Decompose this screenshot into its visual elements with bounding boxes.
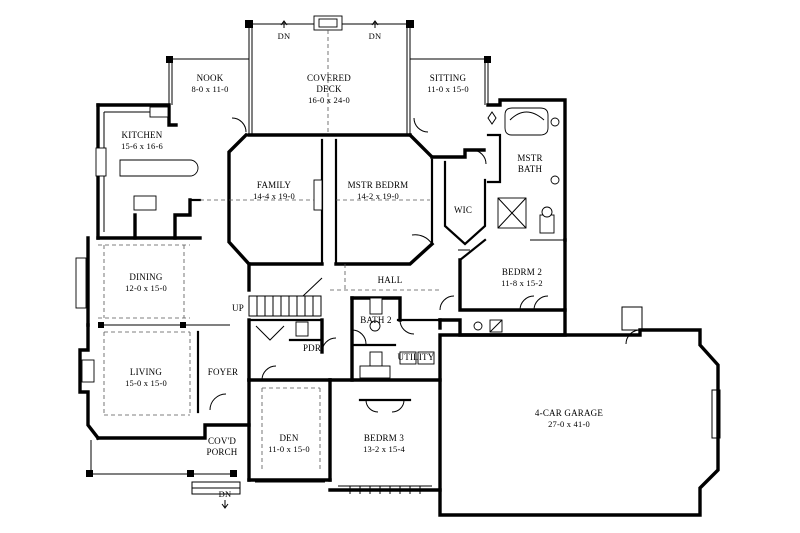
sitting-label: SITTING: [430, 73, 467, 83]
den-dims: 11-0 x 15-0: [268, 444, 310, 454]
up-label: UP: [232, 303, 244, 313]
den-label: DEN: [279, 433, 298, 443]
nook-dims: 8-0 x 11-0: [191, 84, 228, 94]
bedroom2-structure: [439, 238, 567, 312]
arrow-up-icon: [280, 20, 288, 28]
den-structure: [247, 378, 332, 483]
powder-label: PDR: [303, 343, 321, 353]
hall-label: HALL: [378, 275, 403, 285]
covered-deck-label-2: DECK: [316, 84, 342, 94]
nook-sitting-structure: [166, 56, 491, 133]
arrow-down-icon: [221, 500, 229, 509]
master-bath-label-2: BATH: [518, 164, 543, 174]
utility-label: UTILITY: [398, 352, 435, 362]
family-master-structure: [227, 132, 435, 266]
living-structure: [78, 323, 251, 441]
dn-porch-label: DN: [219, 489, 232, 499]
garage-structure: [438, 306, 721, 517]
porch-label: COV'D: [208, 436, 236, 446]
room-labels: NOOK 8-0 x 11-0 COVERED DECK 16-0 x 24-0…: [121, 73, 603, 457]
bedroom3-label: BEDRM 3: [364, 433, 404, 443]
dn-deck-left-label: DN: [278, 31, 291, 41]
foyer-label: FOYER: [208, 367, 239, 377]
stair-labels: UP DN DN DN: [219, 20, 382, 509]
family-dims: 14-4 x 19-0: [253, 191, 295, 201]
hall-bath-utility-structure: [328, 264, 567, 382]
master-bedroom-label: MSTR BEDRM: [348, 180, 409, 190]
foyer-porch-structure: [86, 378, 251, 495]
kitchen-label: KITCHEN: [122, 130, 163, 140]
covered-deck-label: COVERED: [307, 73, 351, 83]
living-label: LIVING: [130, 367, 162, 377]
bedroom2-dims: 11-8 x 15-2: [501, 278, 543, 288]
master-bedroom-dims: 14-2 x 19-0: [357, 191, 399, 201]
dining-dims: 12-0 x 15-0: [125, 283, 167, 293]
wic-master-bath-structure: [430, 98, 567, 246]
arrow-up-icon: [371, 20, 379, 28]
nook-label: NOOK: [197, 73, 224, 83]
porch-label-2: PORCH: [206, 447, 237, 457]
kitchen-structure: [95, 103, 230, 240]
family-label: FAMILY: [257, 180, 291, 190]
bedroom3-dims: 13-2 x 15-4: [363, 444, 405, 454]
bedroom2-label: BEDRM 2: [502, 267, 542, 277]
bath2-label: BATH 2: [360, 315, 391, 325]
dn-deck-right-label: DN: [369, 31, 382, 41]
bedroom3-structure: [328, 398, 442, 494]
covered-deck-dims: 16-0 x 24-0: [308, 95, 350, 105]
living-dims: 15-0 x 15-0: [125, 378, 167, 388]
garage-dims: 27-0 x 41-0: [548, 419, 590, 429]
dining-label: DINING: [129, 272, 162, 282]
garage-label: 4-CAR GARAGE: [535, 408, 603, 418]
sitting-dims: 11-0 x 15-0: [427, 84, 469, 94]
stair-powder-structure: [247, 262, 337, 382]
wic-label: WIC: [454, 205, 472, 215]
kitchen-dims: 15-6 x 16-6: [121, 141, 163, 151]
covered-deck-structure: [245, 15, 414, 137]
master-bath-label: MSTR: [517, 153, 542, 163]
dining-structure: [75, 236, 230, 328]
